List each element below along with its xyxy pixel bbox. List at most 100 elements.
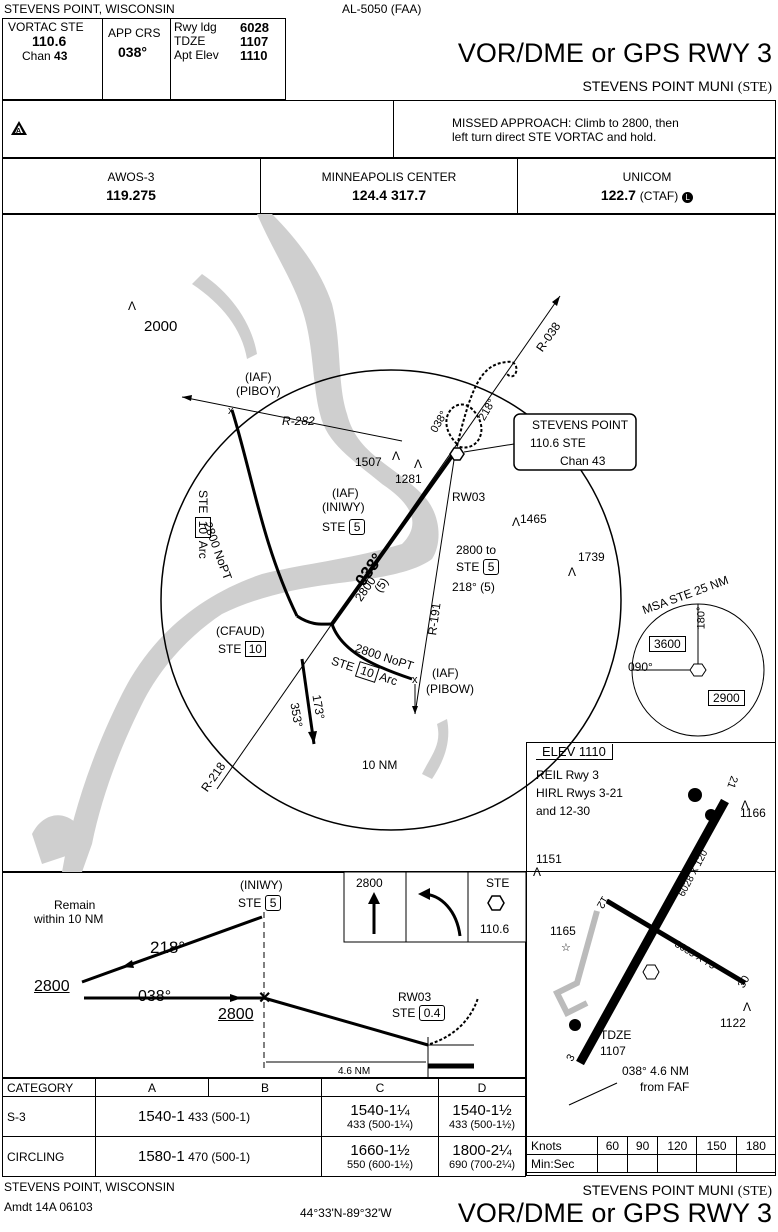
divider xyxy=(517,158,518,214)
arrowhead xyxy=(182,395,192,401)
obstacle-symbol: Λ xyxy=(128,299,136,313)
cfaud-dme: STE 10 xyxy=(218,641,267,657)
iaf-pibow-label: (IAF) xyxy=(432,666,459,680)
course-173 xyxy=(300,658,316,745)
header-airport-name: STEVENS POINT MUNI xyxy=(582,78,734,94)
reil-label: REIL Rwy 3 xyxy=(536,768,599,782)
comm-unicom-freq: 122.7 (CTAF) L xyxy=(518,187,776,203)
rwy-ldg-label: Rwy ldg xyxy=(174,20,217,34)
hirl-label-2: and 12-30 xyxy=(536,804,591,818)
min-header-a: A xyxy=(95,1078,209,1097)
pcl-icon xyxy=(569,1019,581,1031)
beacon-icon xyxy=(688,788,702,802)
alt-2000: 2000 xyxy=(144,318,178,335)
min-sub: 550 (600-1½) xyxy=(346,1159,414,1171)
obstacle-1151: 1151 xyxy=(536,852,562,866)
missed-hold xyxy=(445,403,483,449)
faf-leader xyxy=(568,1082,618,1106)
nav-chan-value: 43 xyxy=(54,49,68,63)
dme-5: 5 xyxy=(264,895,282,911)
remain-label-1: Remain xyxy=(54,898,96,912)
msa-alt-south: 2900 xyxy=(708,690,745,706)
divider xyxy=(260,158,261,214)
final-descent xyxy=(263,996,429,1047)
arc-ste10-west: STE 10 Arc xyxy=(195,490,211,559)
timing-knots-label: Knots xyxy=(526,1136,598,1155)
obstacle-1165: 1165 xyxy=(550,924,576,938)
unicom-ctaf: (CTAF) xyxy=(639,189,679,203)
stream xyxy=(422,719,449,779)
missed-approach-line1: MISSED APPROACH: Climb to 2800, then xyxy=(452,116,679,130)
dme-5: 5 xyxy=(348,519,366,535)
arrowhead xyxy=(230,994,242,1002)
tdze-value: 1107 xyxy=(600,1044,626,1058)
arrowhead xyxy=(412,706,418,714)
fix-x: x xyxy=(412,674,418,686)
profile-distance: 4.6 NM xyxy=(336,1066,373,1077)
iaf-iniwy-label: (IAF) xyxy=(332,486,359,500)
ste-label: STE xyxy=(218,642,242,656)
obstacle-1465: 1465 xyxy=(520,512,547,526)
dme-5: 5 xyxy=(482,559,500,575)
profile-alt-pt: 2800 xyxy=(34,978,70,995)
vortac-chan: Chan 43 xyxy=(560,454,606,468)
unicom-freq-value: 122.7 xyxy=(600,187,636,203)
obstacle-1122: 1122 xyxy=(720,1016,746,1030)
missed-climb xyxy=(429,997,479,1045)
min-value: 1800-2¼ xyxy=(452,1142,512,1159)
min-header-d: D xyxy=(438,1078,526,1097)
briefing-strip xyxy=(2,18,286,100)
tdze-label: TDZE xyxy=(600,1028,632,1042)
min-row-circling-cat: CIRCLING xyxy=(2,1136,96,1177)
airport-vortac-symbol xyxy=(642,964,660,980)
faf-cross: ✕ xyxy=(258,990,271,1007)
min-sub: 433 (500-1) xyxy=(188,1110,251,1124)
arrowhead xyxy=(418,888,430,900)
comms-strip xyxy=(2,158,776,214)
procedure-turn-outbound xyxy=(81,915,263,984)
vortac-freq: 110.6 STE xyxy=(530,436,586,450)
ste-label: STE xyxy=(392,1006,416,1020)
header-location: STEVENS POINT, WISCONSIN xyxy=(4,2,175,16)
iaf-pibow-name: (PIBOW) xyxy=(426,682,474,696)
timing-cell xyxy=(657,1154,698,1173)
profile-graphic: ✕ xyxy=(81,872,526,1078)
fix-x: x xyxy=(228,405,234,417)
radial-191 xyxy=(414,459,455,715)
timing-cell xyxy=(596,1154,629,1173)
timing-cell xyxy=(626,1154,659,1173)
divider xyxy=(393,100,394,158)
dme-10: 10 xyxy=(244,641,267,657)
iniwy-dme: STE 5 xyxy=(322,519,366,535)
remain-label-2: within 10 NM xyxy=(34,912,104,926)
apt-elev-value: 1110 xyxy=(240,48,268,63)
tdze-value: 1107 xyxy=(240,34,269,49)
obstacle-1166: 1166 xyxy=(740,806,766,820)
divider xyxy=(170,18,171,100)
nav-label: VORTAC STE xyxy=(8,20,84,34)
min-value: 1540-1½ xyxy=(452,1102,512,1119)
obstacle-symbol: Λ xyxy=(392,449,400,463)
profile-view xyxy=(2,872,526,1078)
comm-unicom-name: UNICOM xyxy=(622,170,672,184)
min-sub: 433 (500-1¼) xyxy=(346,1119,414,1131)
river xyxy=(62,214,439,872)
faf-distance: 038° 4.6 NM xyxy=(622,1064,689,1078)
obstacle-1739: 1739 xyxy=(578,550,605,564)
minimums-table: CATEGORY A B C D S-3 1540-1 433 (500-1) … xyxy=(2,1078,526,1177)
faf-from: from FAF xyxy=(640,1080,690,1094)
comm-center-name: MINNEAPOLIS CENTER xyxy=(321,170,457,184)
profile-alt-faf: 2800 xyxy=(218,1006,254,1023)
min-value: 1660-1½ xyxy=(350,1142,410,1159)
plan-view-graphic: Λ Λ Λ Λ Λ x x xyxy=(32,214,637,872)
min-sub: 433 (500-1½) xyxy=(448,1119,516,1131)
timing-speed: 180 xyxy=(735,1136,777,1155)
timing-cell xyxy=(696,1154,737,1173)
arrowhead xyxy=(122,960,134,968)
missed-approach-strip xyxy=(2,100,776,158)
obstacle-symbol: Λ xyxy=(414,457,422,471)
obstacle-symbol: Λ xyxy=(741,798,749,812)
msa-bearing-180: 180° xyxy=(695,606,708,630)
